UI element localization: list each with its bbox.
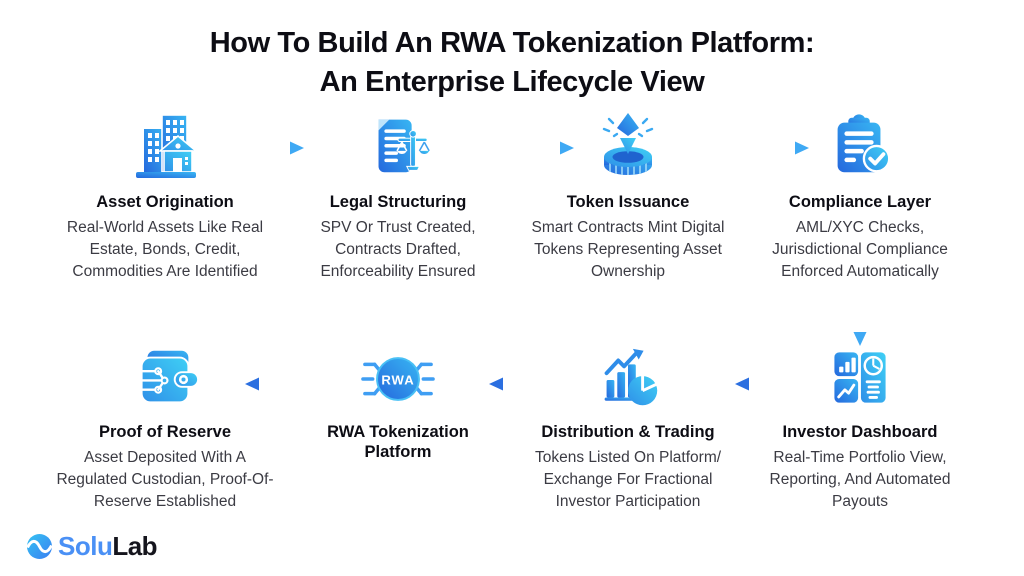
- step-title: Distribution & Trading: [541, 423, 715, 441]
- arrow-left-2: [489, 377, 555, 391]
- token-mint-coin-icon: [516, 108, 740, 188]
- step-description: Asset Deposited With A Regulated Custodi…: [56, 449, 274, 510]
- step-token-issuance: Token Issuance Smart Contracts Mint Digi…: [516, 108, 740, 283]
- arrow-left-3: [245, 377, 311, 391]
- dashboard-tiles-icon: [748, 342, 972, 418]
- arrow-right-2: [508, 141, 574, 155]
- step-rwa-tokenization-platform: RWA RWA Tokenization Platform: [286, 342, 510, 467]
- rwa-chip-icon: RWA: [286, 342, 510, 418]
- brand-name-solu: Solu: [58, 531, 113, 561]
- page-title-line1: How To Build An RWA Tokenization Platfor…: [209, 27, 815, 59]
- arrow-right-1: [238, 141, 304, 155]
- step-title: Asset Origination: [96, 193, 234, 211]
- step-title: Investor Dashboard: [782, 423, 938, 441]
- arrow-left-1: [735, 377, 801, 391]
- page-title-line2: An Enterprise Lifecycle View: [319, 66, 705, 98]
- step-compliance-layer: Compliance Layer AML/XYC Checks, Jurisdi…: [748, 108, 972, 283]
- step-title: Token Issuance: [566, 193, 690, 211]
- step-description: Real-World Assets Like Real Estate, Bond…: [66, 219, 264, 280]
- step-title: Compliance Layer: [788, 193, 932, 211]
- step-proof-of-reserve: Proof of Reserve Asset Deposited With A …: [53, 342, 277, 513]
- trading-chart-pie-icon: [516, 342, 740, 418]
- page-title: How To Build An RWA Tokenization Platfor…: [0, 24, 1024, 102]
- solulab-logo-icon: [26, 534, 53, 559]
- arrow-right-3: [743, 141, 809, 155]
- step-description: Smart Contracts Mint Digital Tokens Repr…: [531, 219, 725, 280]
- step-title: Legal Structuring: [329, 193, 467, 211]
- step-title: RWA Tokenization Platform: [327, 423, 469, 461]
- wallet-circuit-icon: [53, 342, 277, 418]
- brand-name-lab: Lab: [112, 531, 158, 561]
- compliance-checklist-icon: [748, 108, 972, 188]
- step-description: SPV Or Trust Created, Contracts Drafted,…: [320, 219, 476, 280]
- step-description: Tokens Listed On Platform/ Exchange For …: [534, 449, 722, 510]
- step-legal-structuring: Legal Structuring SPV Or Trust Created, …: [286, 108, 510, 283]
- step-description: AML/XYC Checks, Jurisdictional Complianc…: [772, 219, 948, 280]
- step-title: Proof of Reserve: [98, 423, 232, 441]
- rwa-chip-label: RWA: [381, 372, 414, 387]
- solulab-logo: SoluLab: [26, 531, 158, 562]
- step-asset-origination: Asset Origination Real-World Assets Like…: [53, 108, 277, 283]
- step-distribution-trading: Distribution & Trading Tokens Listed On …: [516, 342, 740, 513]
- buildings-icon: [53, 108, 277, 188]
- arrow-down: [853, 282, 867, 346]
- step-description: Real-Time Portfolio View, Reporting, And…: [769, 449, 951, 510]
- document-scales-icon: [286, 108, 510, 188]
- step-investor-dashboard: Investor Dashboard Real-Time Portfolio V…: [748, 342, 972, 513]
